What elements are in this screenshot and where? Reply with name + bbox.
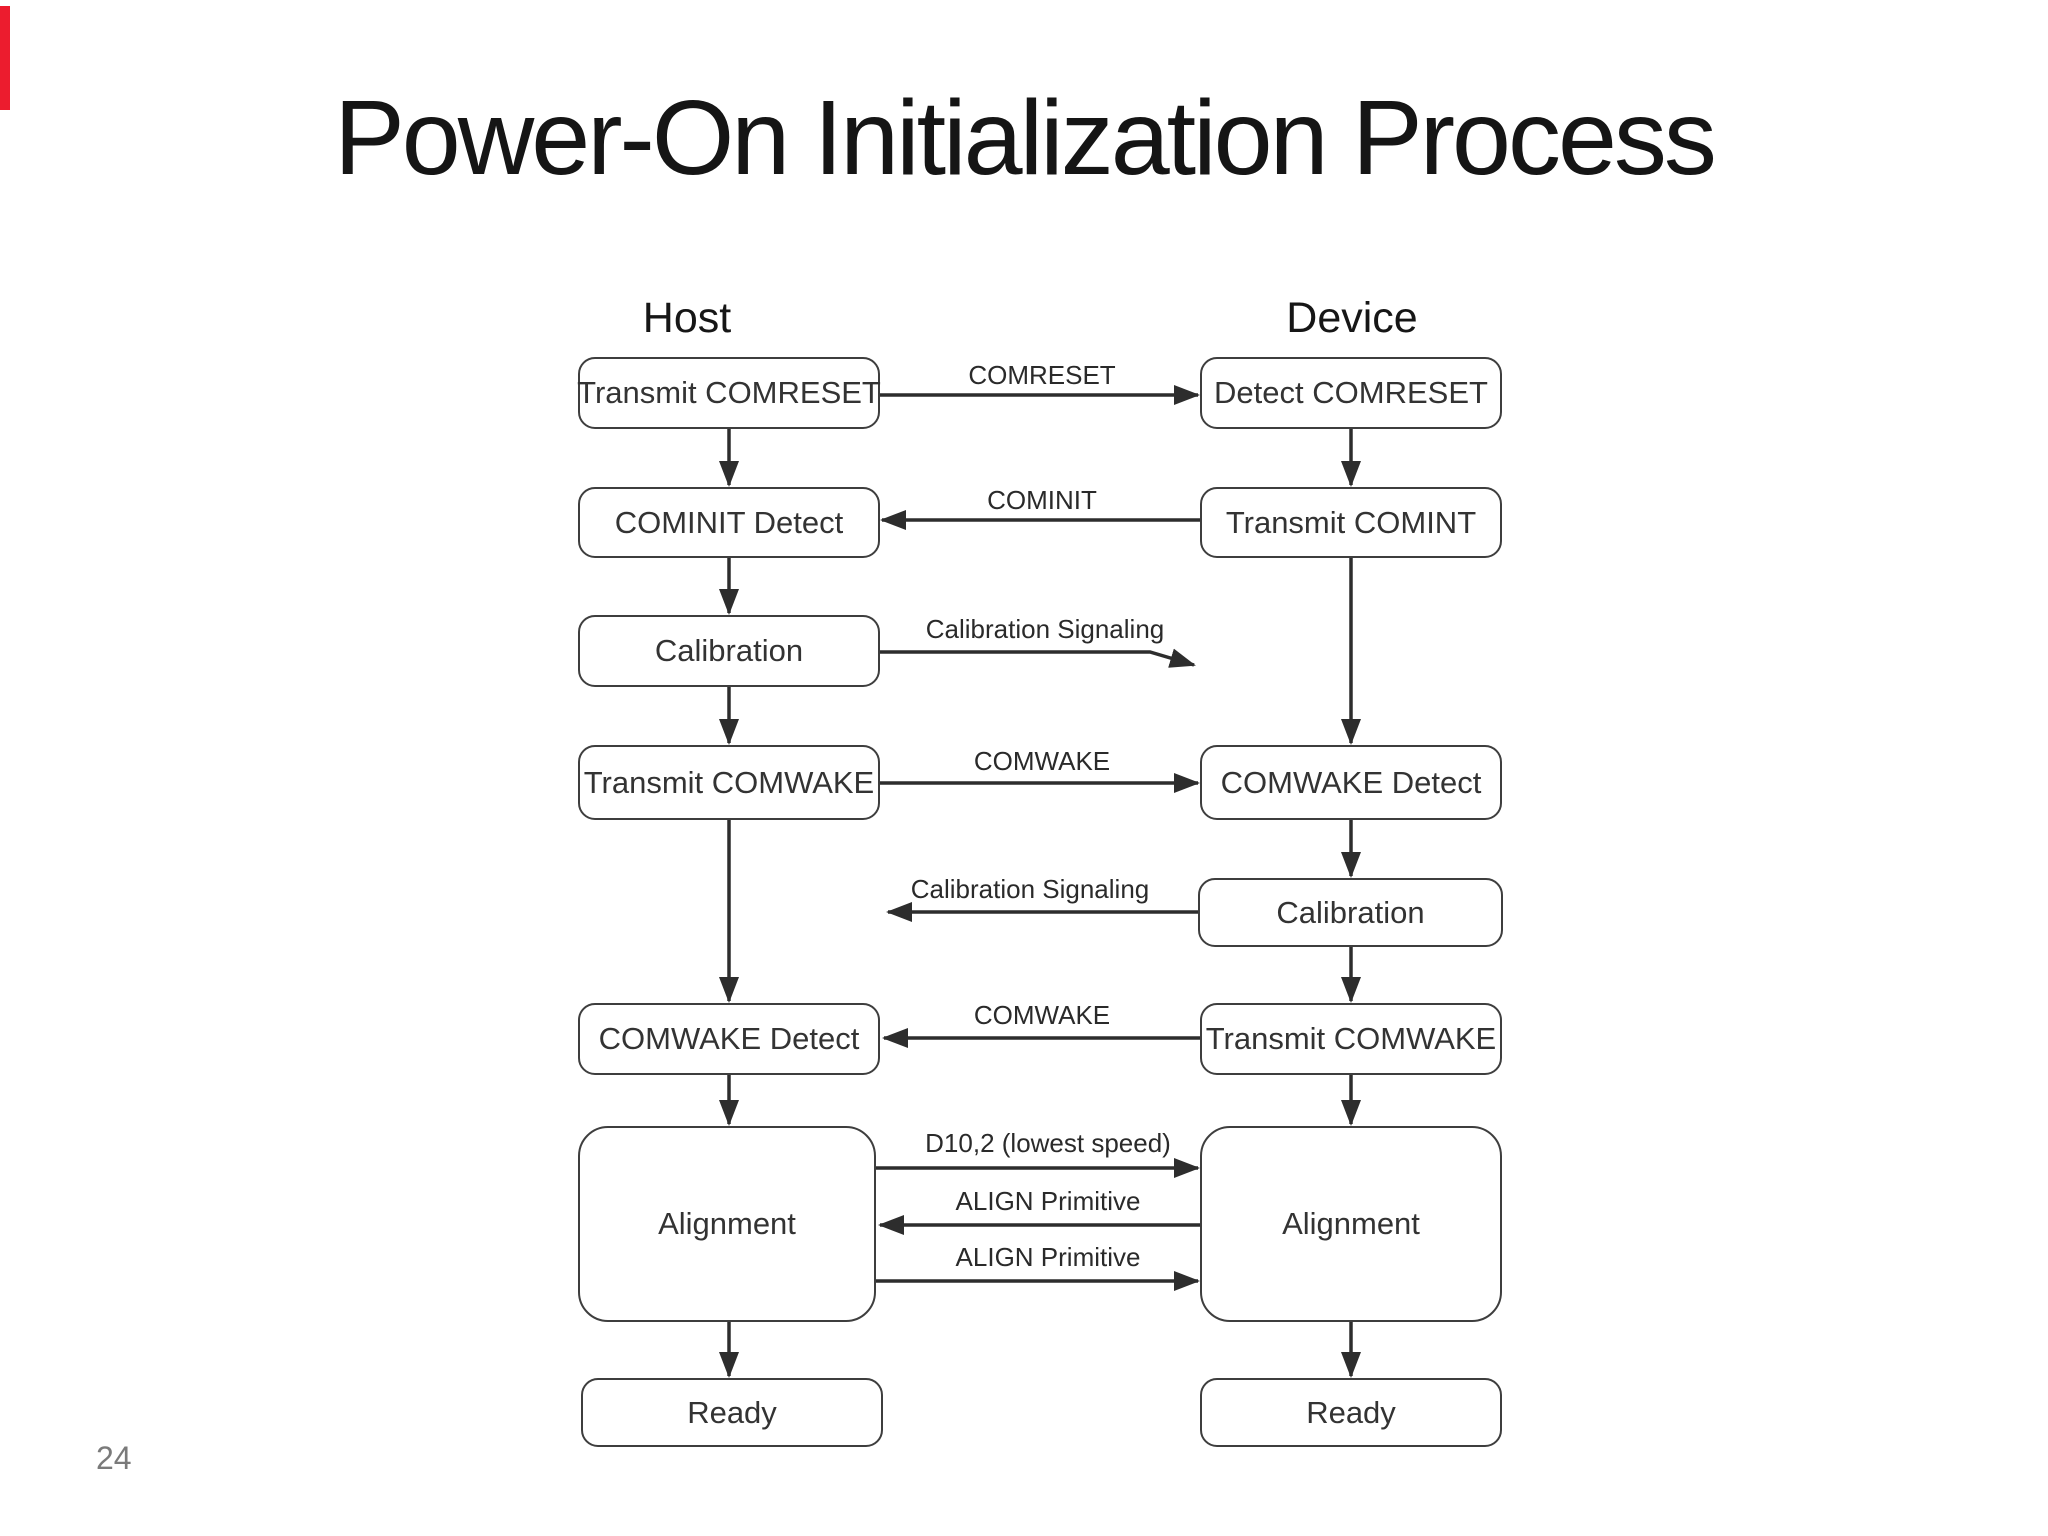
edge-label-cominit: COMINIT: [987, 485, 1097, 515]
red-edge-marker: [0, 6, 10, 110]
flow-node-host-ready: Ready: [581, 1378, 883, 1447]
edge-label-comreset: COMRESET: [968, 360, 1116, 390]
edge-label-d102-lowest-speed: D10,2 (lowest speed): [925, 1128, 1171, 1158]
page-title: Power-On Initialization Process: [334, 79, 1717, 197]
edge-label-align-primitive-2: ALIGN Primitive: [955, 1242, 1141, 1272]
flow-node-host-calibration: Calibration: [578, 615, 880, 687]
flow-node-device-detect-comreset: Detect COMRESET: [1200, 357, 1502, 429]
flow-node-device-comwake-detect: COMWAKE Detect: [1200, 745, 1502, 820]
edge-label-calibration-signaling-host: Calibration Signaling: [925, 614, 1165, 644]
host-column-header: Host: [642, 294, 732, 342]
flow-node-device-transmit-comint: Transmit COMINT: [1200, 487, 1502, 558]
edge-label-align-primitive-1: ALIGN Primitive: [955, 1186, 1141, 1216]
flow-node-device-calibration: Calibration: [1198, 878, 1503, 947]
page-number: 24: [96, 1440, 132, 1476]
flow-node-host-transmit-comwake: Transmit COMWAKE: [578, 745, 880, 820]
flow-node-host-cominit-detect: COMINIT Detect: [578, 487, 880, 558]
flow-node-host-transmit-comreset: Transmit COMRESET: [577, 357, 881, 429]
connector-calibration-signaling-host: [880, 648, 1196, 668]
flow-node-device-transmit-comwake: Transmit COMWAKE: [1200, 1003, 1502, 1075]
edge-label-comwake-device: COMWAKE: [973, 1000, 1111, 1030]
flow-node-device-alignment: Alignment: [1200, 1126, 1502, 1322]
flow-node-host-alignment: Alignment: [578, 1126, 876, 1322]
edge-label-calibration-signaling-device: Calibration Signaling: [910, 874, 1150, 904]
flow-node-device-ready: Ready: [1200, 1378, 1502, 1447]
flow-node-host-comwake-detect: COMWAKE Detect: [578, 1003, 880, 1075]
edge-label-comwake-host: COMWAKE: [973, 746, 1111, 776]
device-column-header: Device: [1286, 294, 1418, 342]
